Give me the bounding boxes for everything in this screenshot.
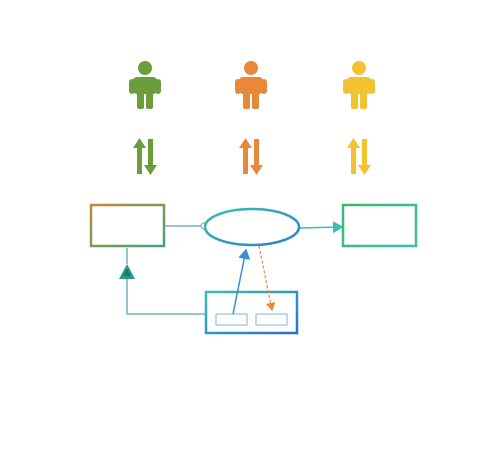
feedback-connector xyxy=(126,270,206,315)
right-box xyxy=(341,203,418,248)
up-down-arrows-icon xyxy=(347,138,371,175)
person-icon xyxy=(235,61,267,109)
bottom-slot-right xyxy=(255,313,288,326)
person-icon xyxy=(343,61,375,109)
bottom-box xyxy=(204,290,299,335)
arrow-bottom-to-center xyxy=(232,248,251,315)
person-icon xyxy=(129,61,161,109)
bottom-slot-left xyxy=(215,313,248,326)
up-down-arrows-icon xyxy=(133,138,157,175)
triangle-marker-inner-icon xyxy=(123,268,131,276)
dashed-arrow-center-to-bottom xyxy=(258,245,276,312)
up-down-arrows-icon xyxy=(239,138,263,175)
left-box xyxy=(89,203,166,248)
connector-center-to-right xyxy=(298,221,344,234)
center-ellipse xyxy=(203,207,301,247)
